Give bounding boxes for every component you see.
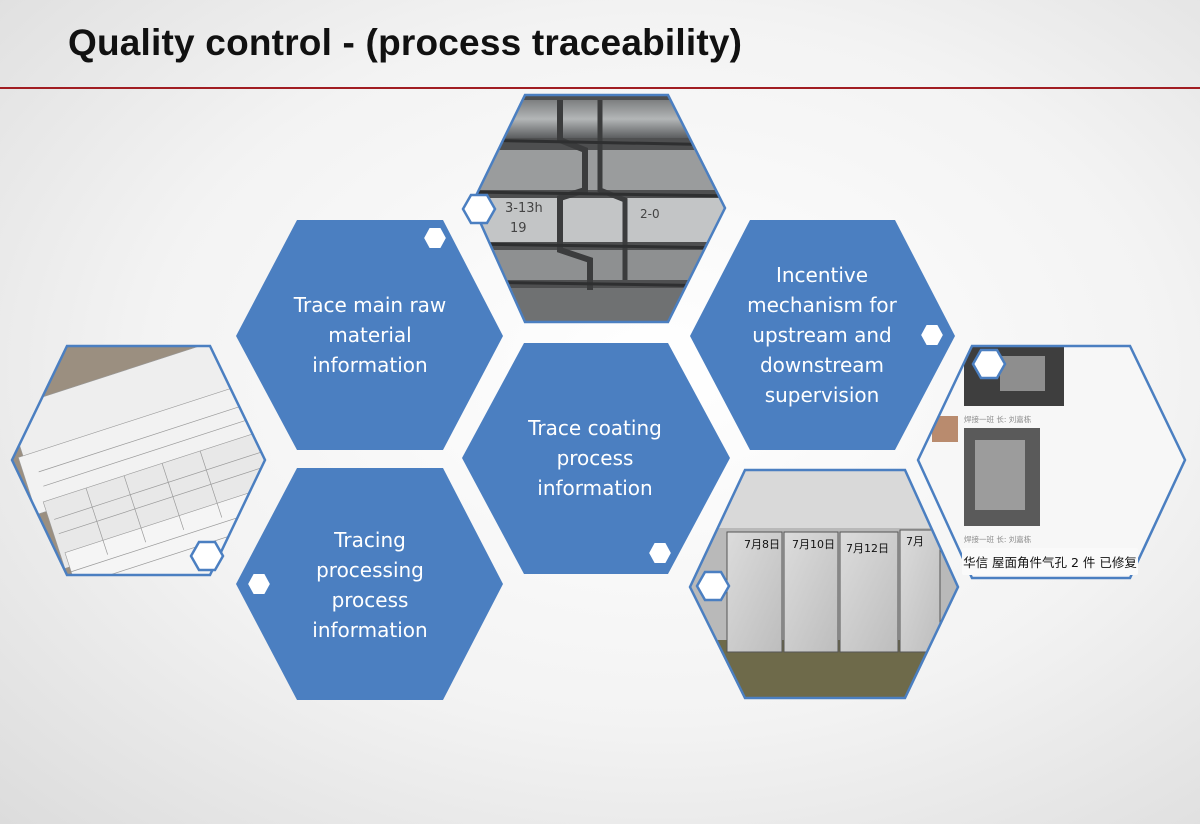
sample-label-2: 7月10日	[792, 538, 835, 551]
hexagon-raw-material	[236, 220, 503, 450]
hexagon-label-incentive: Incentive mechanism for upstream and dow…	[747, 263, 897, 407]
profile-mark-2: 19	[510, 221, 527, 236]
hexagon-label-coating: Trace coating process information	[528, 415, 662, 500]
hexagon-icon	[918, 323, 946, 347]
hexagon-label-raw-material: Trace main raw material information	[293, 293, 447, 377]
chat-screenshot-photo	[918, 346, 1185, 578]
hexagon-coating	[462, 343, 730, 574]
page-title: Quality control - (process traceability)	[68, 22, 743, 63]
profile-mark-3: 2-0	[640, 207, 660, 221]
hexagon-icon	[971, 348, 1007, 380]
hexagon-icon	[461, 193, 497, 225]
hexagon-icon	[646, 541, 674, 565]
chat-caption: 华信 屋面角件气孔 2 件 已修复	[962, 548, 1138, 575]
hexagon-icon	[189, 540, 225, 572]
sample-label-1: 7月8日	[744, 538, 780, 551]
hexagon-label-processing: Tracing processing process information	[312, 528, 428, 642]
profile-mark-1: 3-13h	[505, 201, 543, 216]
hexagon-incentive	[690, 220, 955, 450]
sample-label-4: 7月	[906, 535, 924, 548]
hexagon-processing	[236, 468, 503, 700]
coated-samples-photo: 7月8日 7月10日 7月12日 7月	[690, 470, 958, 698]
sample-label-3: 7月12日	[846, 542, 889, 555]
hexagon-icon	[421, 226, 449, 250]
chat-meta-2: 焊接一班 长: 刘嘉栋	[964, 535, 1032, 544]
hexagon-icon	[245, 572, 273, 596]
title-divider	[0, 87, 1200, 89]
hexagon-icon	[695, 570, 731, 602]
chat-meta-1: 焊接一班 长: 刘嘉栋	[964, 415, 1032, 424]
